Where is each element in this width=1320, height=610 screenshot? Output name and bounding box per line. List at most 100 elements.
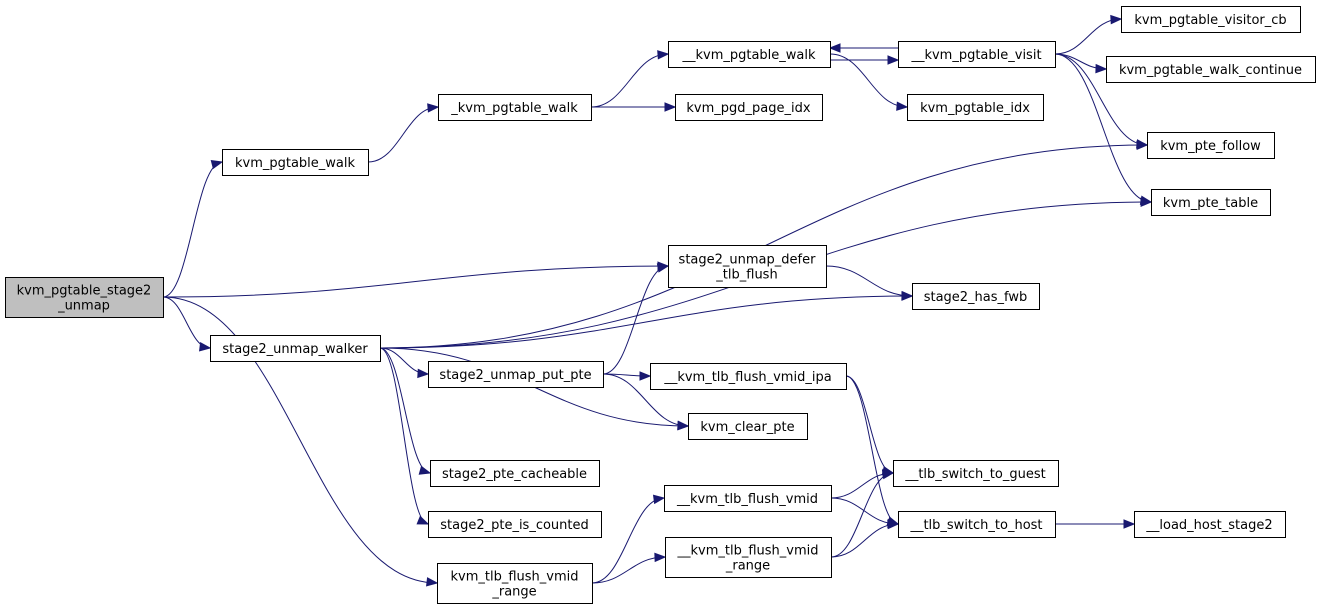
function-node-pte-table[interactable]: kvm_pte_table: [1151, 189, 1271, 216]
call-edge-unmap_walker-to-counted: [379, 347, 430, 525]
function-node-walk-continue[interactable]: kvm_pgtable_walk_continue: [1106, 56, 1316, 83]
node-label: stage2_unmap_walker: [222, 342, 368, 357]
node-label: __load_host_stage2: [1145, 518, 1272, 533]
function-node--walk[interactable]: _kvm_pgtable_walk: [438, 94, 592, 121]
node-label: stage2_pte_is_counted: [440, 518, 589, 533]
arrowhead-icon: [881, 469, 895, 480]
node-label: kvm_pgtable_walk_continue: [1119, 63, 1302, 78]
node-box: [898, 41, 1056, 68]
edge-line: [379, 347, 431, 474]
function-node-to-guest[interactable]: __tlb_switch_to_guest: [893, 460, 1059, 487]
arrowhead-icon: [199, 342, 212, 352]
function-node-to-host[interactable]: __tlb_switch_to_host: [898, 511, 1056, 538]
node-box: [675, 94, 823, 121]
node-label: stage2_pte_cacheable: [442, 467, 587, 482]
edge-line: [590, 53, 669, 108]
node-label: stage2_has_fwb: [924, 290, 1028, 305]
call-edge-put_pte-to-clear_pte: [602, 373, 690, 431]
edge-line: [1054, 53, 1152, 203]
arrowhead-icon: [210, 159, 224, 170]
call-edges: [162, 14, 1153, 587]
function-node-flush-ipa[interactable]: __kvm_tlb_flush_vmid_ipa: [650, 363, 847, 390]
node-box: [912, 283, 1040, 310]
function-node-visit[interactable]: __kvm_pgtable_visit: [898, 41, 1056, 68]
function-node-root[interactable]: kvm_pgtable_stage2_unmap: [5, 277, 164, 318]
call-edge-put_pte-to-defer: [602, 263, 670, 375]
call-edge-flush_vmid_range2-to-to_guest: [830, 469, 895, 558]
node-box: [1106, 56, 1316, 83]
call-edge-root-to-unmap_walker: [162, 296, 212, 352]
function-nodes: kvm_pgtable_stage2_unmap kvm_pgtable_walk…: [5, 6, 1316, 604]
node-box: [428, 361, 604, 388]
arrowhead-icon: [1123, 519, 1136, 529]
node-label: __kvm_pgtable_walk: [681, 48, 816, 63]
arrowhead-icon: [652, 494, 666, 505]
edge-line: [829, 53, 908, 108]
arrowhead-icon: [654, 552, 667, 563]
call-edge-walk-to-_walk: [367, 103, 440, 163]
function-node-pgt-idx[interactable]: kvm_pgtable_idx: [907, 94, 1044, 121]
function-node-pgd-idx[interactable]: kvm_pgd_page_idx: [675, 94, 823, 121]
function-node---walk[interactable]: __kvm_pgtable_walk: [668, 41, 831, 68]
call-edge-visit-to-visitor_cb: [1054, 14, 1123, 55]
call-edge-visit-to-walk_continue: [1054, 53, 1108, 74]
call-edge-unmap_walker-to-cacheable: [379, 347, 432, 475]
arrowhead-icon: [1136, 140, 1149, 151]
edge-line: [162, 161, 223, 298]
call-edge-defer-to-has_fwb: [825, 265, 914, 301]
function-node-visitor-cb[interactable]: kvm_pgtable_visitor_cb: [1121, 6, 1301, 33]
edge-line: [162, 296, 438, 584]
call-edge-flush_ipa-to-to_guest: [845, 375, 895, 476]
edge-line: [162, 296, 211, 349]
arrowhead-icon: [427, 103, 440, 113]
node-label: stage2_unmap_defer: [679, 253, 817, 268]
node-label: _range: [725, 559, 770, 574]
node-label: kvm_pgtable_visitor_cb: [1134, 13, 1286, 28]
node-box: [222, 149, 369, 176]
function-node-flush-vmid-range2[interactable]: __kvm_tlb_flush_vmid_range: [665, 537, 832, 578]
node-label: kvm_pte_follow: [1160, 139, 1261, 154]
node-label: kvm_clear_pte: [700, 420, 794, 435]
arrowhead-icon: [896, 101, 909, 111]
edge-line: [602, 373, 689, 427]
node-box: [668, 245, 827, 288]
call-edge-unmap_walker-to-pte_follow: [379, 140, 1149, 349]
arrowhead-icon: [1140, 197, 1153, 207]
edge-line: [1054, 53, 1148, 146]
call-edge-root-to-defer: [162, 261, 670, 298]
call-edge-flush_vmid_range2-to-to_host: [830, 519, 900, 558]
node-box: [688, 413, 808, 440]
function-node-pte-follow[interactable]: kvm_pte_follow: [1147, 132, 1275, 159]
node-label: kvm_tlb_flush_vmid: [450, 570, 578, 585]
call-edge-to_host-to-load_host: [1055, 519, 1136, 529]
node-label: __kvm_tlb_flush_vmid_ipa: [663, 370, 831, 385]
call-edge-unmap_walker-to-has_fwb: [379, 291, 914, 349]
function-node-cacheable[interactable]: stage2_pte_cacheable: [430, 460, 600, 487]
function-node-walk[interactable]: kvm_pgtable_walk: [222, 149, 369, 176]
arrowhead-icon: [639, 371, 652, 381]
function-node-flush-vmid-range[interactable]: kvm_tlb_flush_vmid_range: [437, 563, 593, 604]
node-box: [1151, 189, 1271, 216]
call-edge-unmap_walker-to-put_pte: [379, 347, 430, 379]
arrowhead-icon: [1095, 63, 1108, 74]
function-node-counted[interactable]: stage2_pte_is_counted: [428, 511, 602, 538]
node-box: [430, 460, 600, 487]
arrowhead-icon: [416, 515, 430, 525]
function-node-has-fwb[interactable]: stage2_has_fwb: [912, 283, 1040, 310]
node-box: [1147, 132, 1275, 159]
function-node-unmap-walker[interactable]: stage2_unmap_walker: [210, 335, 381, 362]
function-node-load-host[interactable]: __load_host_stage2: [1134, 511, 1286, 538]
node-label: _range: [491, 585, 536, 600]
function-node-defer[interactable]: stage2_unmap_defer_tlb_flush: [668, 245, 827, 288]
function-node-clear-pte[interactable]: kvm_clear_pte: [688, 413, 808, 440]
function-node-flush-vmid[interactable]: __kvm_tlb_flush_vmid: [664, 485, 832, 512]
edge-line: [845, 375, 899, 525]
arrowhead-icon: [1110, 14, 1123, 25]
function-node-put-pte[interactable]: stage2_unmap_put_pte: [428, 361, 604, 388]
call-edge-flush_vmid_range-to-flush_vmid: [591, 494, 666, 584]
arrowhead-icon: [887, 519, 900, 530]
node-label: __kvm_tlb_flush_vmid: [676, 492, 818, 507]
node-label: __tlb_switch_to_guest: [904, 467, 1045, 482]
node-label: kvm_pte_table: [1163, 196, 1258, 211]
call-edge-root-to-flush_vmid_range: [162, 296, 439, 587]
